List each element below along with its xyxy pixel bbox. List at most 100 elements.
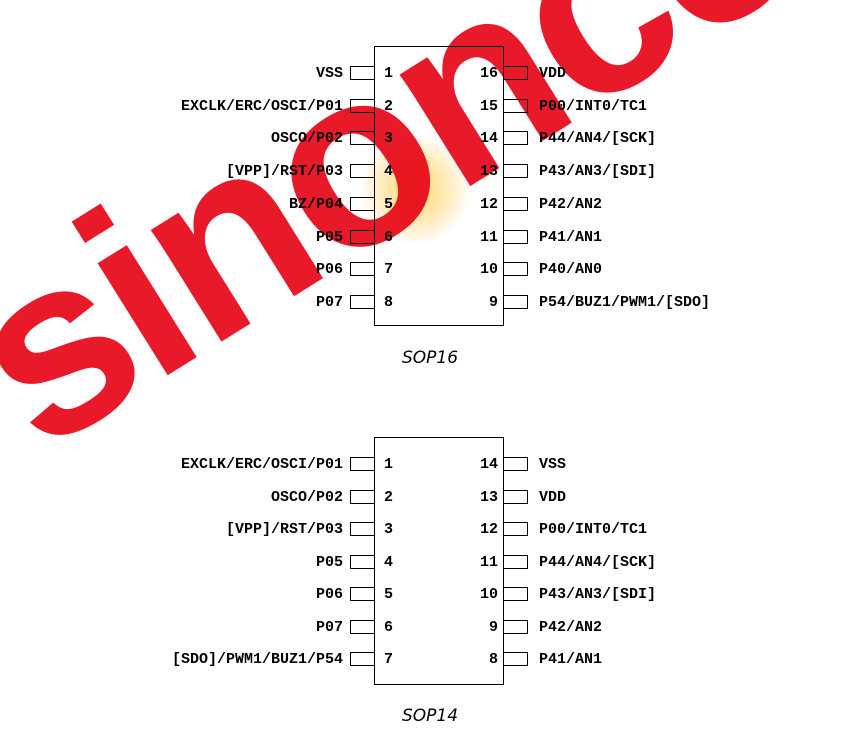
- pin-left-number: 1: [384, 456, 394, 473]
- pin-row: OSCO/P02 3 14 P44/AN4/[SCK]: [0, 129, 860, 149]
- pin-left-number: 2: [384, 97, 394, 115]
- pin-right-number: 8: [488, 651, 498, 668]
- pin-right-label: P00/INT0/TC1: [539, 521, 648, 538]
- pin-left-label: OSCO/P02: [270, 488, 343, 506]
- pin-right-number: 11: [479, 553, 498, 571]
- pin-left-label: [VPP]/RST/P03: [225, 163, 343, 181]
- pin-left-stub: [350, 229, 374, 244]
- pin-left-number: 3: [384, 130, 394, 148]
- pin-right-label: P00/INT0/TC1: [539, 97, 648, 115]
- pin-left-stub: [350, 489, 374, 504]
- pin-right-label: P43/AN3/[SDI]: [539, 163, 657, 181]
- pin-right-label: P54/BUZ1/PWM1/[SDO]: [539, 293, 711, 311]
- pin-right-number: 12: [479, 521, 498, 538]
- pin-right-stub: [504, 522, 528, 536]
- pin-right-number: 11: [479, 228, 498, 246]
- pin-left-stub: [350, 619, 374, 634]
- pin-left-stub: [350, 652, 374, 666]
- pin-left-number: 6: [384, 228, 394, 246]
- pin-left-label: P06: [315, 586, 343, 603]
- pin-row: [SDO]/PWM1/BUZ1/P54 7 8 P41/AN1: [0, 650, 860, 670]
- pin-left-label: P05: [315, 228, 343, 246]
- pin-row: P06 5 10 P43/AN3/[SDI]: [0, 585, 860, 605]
- pin-row: P05 4 11 P44/AN4/[SCK]: [0, 553, 860, 573]
- ic-body: [374, 437, 504, 685]
- pin-left-label: EXCLK/ERC/OSCI/P01: [180, 456, 343, 473]
- pin-right-label: P40/AN0: [539, 261, 603, 279]
- pin-right-stub: [504, 164, 528, 179]
- pin-row: [VPP]/RST/P03 4 13 P43/AN3/[SDI]: [0, 162, 860, 182]
- pin-left-number: 5: [384, 586, 394, 603]
- pin-right-stub: [504, 652, 528, 666]
- pin-left-stub: [350, 66, 374, 80]
- pin-right-number: 9: [488, 618, 498, 636]
- pin-row: P07 8 9 P54/BUZ1/PWM1/[SDO]: [0, 293, 860, 313]
- pin-left-stub: [350, 522, 374, 536]
- pin-left-label: [SDO]/PWM1/BUZ1/P54: [171, 651, 343, 668]
- pin-row: EXCLK/ERC/OSCI/P01 1 14 VSS: [0, 455, 860, 475]
- pin-right-number: 13: [479, 488, 498, 506]
- pin-row: P06 7 10 P40/AN0: [0, 260, 860, 280]
- pin-left-label: BZ/P04: [288, 195, 343, 213]
- pin-left-label: EXCLK/ERC/OSCI/P01: [180, 97, 343, 115]
- pin-right-label: P42/AN2: [539, 618, 603, 636]
- pin-right-label: VDD: [539, 65, 567, 82]
- pin-right-stub: [504, 619, 528, 634]
- pin-right-label: P43/AN3/[SDI]: [539, 586, 657, 603]
- pin-right-stub: [504, 98, 528, 113]
- pin-right-number: 14: [479, 130, 498, 148]
- pin-right-label: P41/AN1: [539, 651, 603, 668]
- pin-right-number: 14: [479, 456, 498, 473]
- pin-row: [VPP]/RST/P03 3 12 P00/INT0/TC1: [0, 520, 860, 540]
- pin-left-stub: [350, 164, 374, 179]
- pin-left-label: P07: [315, 618, 343, 636]
- pin-right-number: 10: [479, 261, 498, 279]
- pin-left-number: 5: [384, 195, 394, 213]
- pin-left-number: 4: [384, 163, 394, 181]
- pin-left-number: 4: [384, 553, 394, 571]
- pin-right-number: 15: [479, 97, 498, 115]
- pin-right-number: 10: [479, 586, 498, 603]
- pin-right-stub: [504, 229, 528, 244]
- pin-right-stub: [504, 587, 528, 601]
- pin-right-number: 16: [479, 65, 498, 82]
- pin-right-stub: [504, 294, 528, 309]
- pin-right-label: P44/AN4/[SCK]: [539, 130, 657, 148]
- pin-left-number: 8: [384, 293, 394, 311]
- pin-left-stub: [350, 262, 374, 277]
- package-caption: SOP14: [401, 706, 459, 726]
- pin-right-stub: [504, 457, 528, 471]
- pin-left-stub: [350, 294, 374, 309]
- pin-left-number: 2: [384, 488, 394, 506]
- package-caption: SOP16: [401, 348, 459, 368]
- pin-right-label: P44/AN4/[SCK]: [539, 553, 657, 571]
- pin-left-label: P05: [315, 553, 343, 571]
- pin-right-stub: [504, 489, 528, 504]
- pin-right-number: 12: [479, 195, 498, 213]
- pin-right-stub: [504, 131, 528, 146]
- pin-left-stub: [350, 587, 374, 601]
- pin-left-number: 6: [384, 618, 394, 636]
- pin-left-label: [VPP]/RST/P03: [225, 521, 343, 538]
- pin-left-label: P07: [315, 293, 343, 311]
- pin-right-label: VDD: [539, 488, 567, 506]
- pin-right-number: 13: [479, 163, 498, 181]
- pin-left-stub: [350, 98, 374, 113]
- pin-left-number: 7: [384, 651, 394, 668]
- pin-right-stub: [504, 554, 528, 569]
- pin-right-number: 9: [488, 293, 498, 311]
- pin-row: EXCLK/ERC/OSCI/P01 2 15 P00/INT0/TC1: [0, 97, 860, 117]
- pin-right-stub: [504, 262, 528, 277]
- pin-right-label: VSS: [539, 456, 567, 473]
- pin-right-label: P41/AN1: [539, 228, 603, 246]
- pin-left-number: 1: [384, 65, 394, 82]
- pin-left-label: OSCO/P02: [270, 130, 343, 148]
- pin-row: OSCO/P02 2 13 VDD: [0, 488, 860, 508]
- pin-left-number: 3: [384, 521, 394, 538]
- pin-left-label: P06: [315, 261, 343, 279]
- pin-right-stub: [504, 66, 528, 80]
- pin-left-number: 7: [384, 261, 394, 279]
- pin-left-stub: [350, 131, 374, 146]
